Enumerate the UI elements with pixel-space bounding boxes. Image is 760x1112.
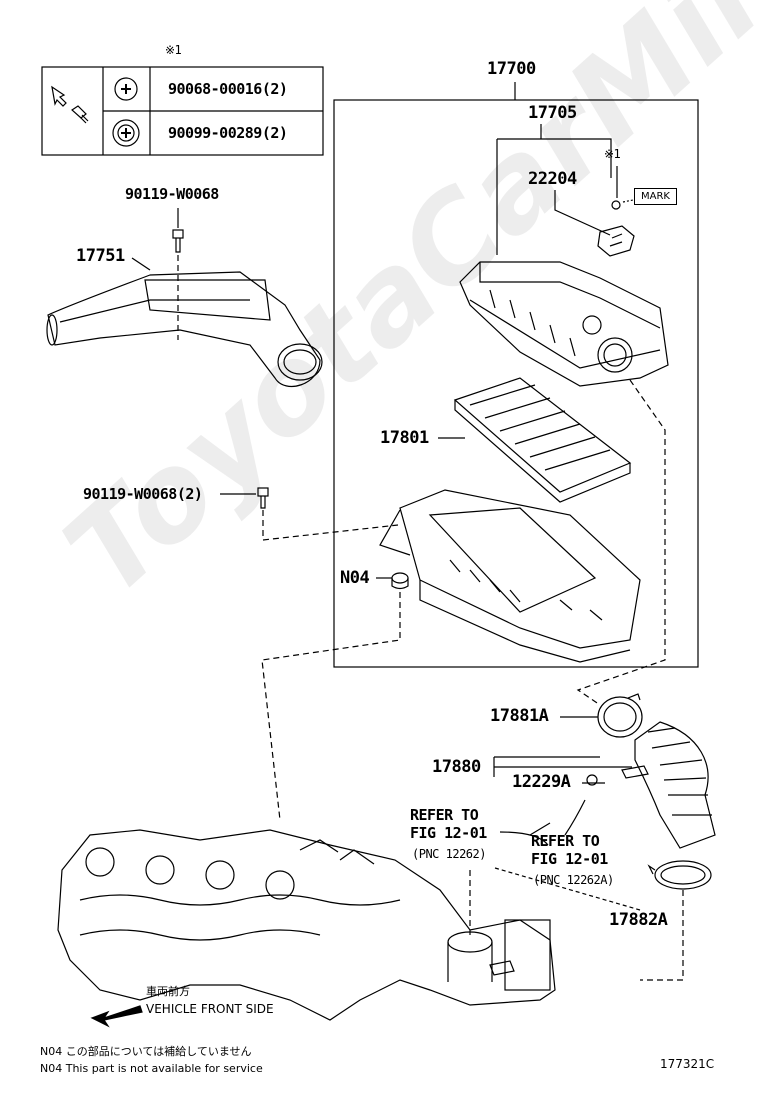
air-flow-meter-icon <box>597 197 644 257</box>
label-17881a[interactable]: 17881A <box>490 706 549 726</box>
refer2-line1: REFER TO <box>531 832 600 850</box>
assembly-frame <box>333 99 699 668</box>
refer1-line2[interactable]: FIG 12-01 <box>410 824 487 842</box>
label-12229a[interactable]: 12229A <box>512 772 571 792</box>
air-hose <box>634 721 716 849</box>
union-icon <box>586 765 649 786</box>
label-n04[interactable]: N04 <box>340 568 370 588</box>
label-90119-top[interactable]: 90119-W0068 <box>125 185 219 203</box>
clamp-17881a <box>597 693 643 738</box>
direction-en: VEHICLE FRONT SIDE <box>146 1002 274 1016</box>
air-filter-element <box>453 377 632 503</box>
legend-part-2[interactable]: 90099-00289(2) <box>168 124 288 142</box>
footnote-en: N04 This part is not available for servi… <box>40 1062 263 1075</box>
bolt-with-arrow-icon <box>51 85 89 124</box>
footnote-jp: N04 この部品については補給していません <box>40 1045 252 1058</box>
legend-table <box>41 66 324 156</box>
mark-box: MARK <box>634 188 677 205</box>
label-17801[interactable]: 17801 <box>380 428 429 448</box>
label-17880[interactable]: 17880 <box>432 757 481 777</box>
legend-part-1[interactable]: 90068-00016(2) <box>168 80 288 98</box>
label-90119-side[interactable]: 90119-W0068(2) <box>83 485 203 503</box>
intake-manifold <box>57 829 556 1021</box>
sensor-marker: ※1 <box>604 147 621 161</box>
bolt-icon <box>172 229 184 253</box>
refer2-pnc: (PNC 12262A) <box>533 873 614 887</box>
air-cleaner-case <box>379 489 641 663</box>
refer1-line1: REFER TO <box>410 806 479 824</box>
air-cleaner-cap <box>459 261 669 387</box>
grommet-n04-icon <box>391 572 409 590</box>
refer1-pnc: (PNC 12262) <box>412 847 486 861</box>
phillips-screw-icon <box>114 77 138 101</box>
vehicle-front-arrow-icon <box>90 1005 143 1028</box>
washer-screw-icon <box>112 119 140 147</box>
label-17705[interactable]: 17705 <box>528 103 577 123</box>
direction-jp: 車両前方 <box>146 985 190 998</box>
label-22204[interactable]: 22204 <box>528 169 577 189</box>
legend-marker: ※1 <box>165 43 182 57</box>
bolt-side-icon <box>257 487 269 509</box>
label-17882a[interactable]: 17882A <box>609 910 668 930</box>
clamp-17882a <box>647 860 712 890</box>
air-inlet-duct <box>46 271 323 387</box>
refer2-line2[interactable]: FIG 12-01 <box>531 850 608 868</box>
label-17751[interactable]: 17751 <box>76 246 125 266</box>
label-17700[interactable]: 17700 <box>487 59 536 79</box>
figure-id: 177321C <box>660 1057 715 1071</box>
